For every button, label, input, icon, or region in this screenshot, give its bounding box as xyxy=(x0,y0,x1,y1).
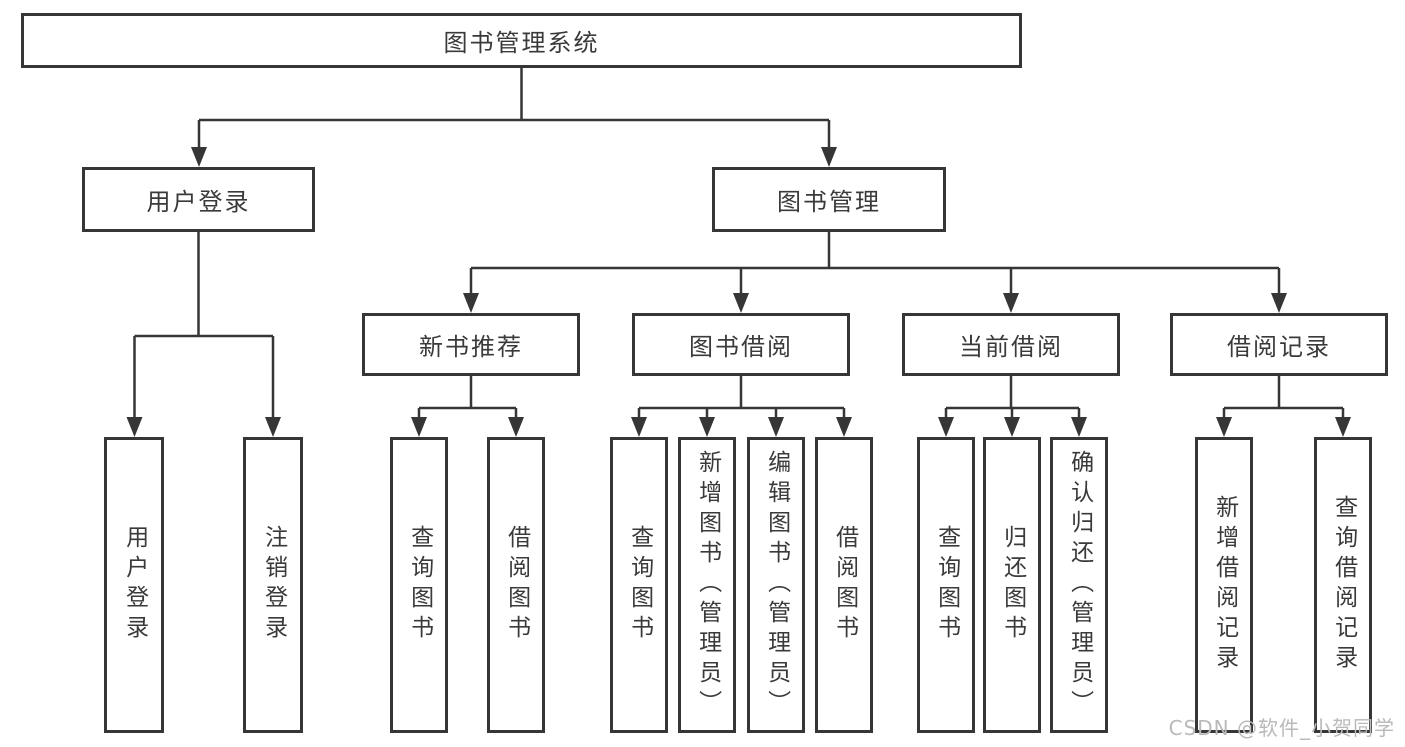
leaf-query-books: 查询图书 xyxy=(610,437,668,733)
leaf-borrow-books: 借阅图书 xyxy=(487,437,545,733)
node-new-book-recommend: 新书推荐 xyxy=(362,313,580,376)
leaf-add-borrow-record: 新增借阅记录 xyxy=(1195,437,1253,733)
leaf-confirm-return-admin: 确认归还（管理员） xyxy=(1050,437,1108,733)
leaf-user-login: 用户登录 xyxy=(104,437,164,733)
leaf-query-books: 查询图书 xyxy=(917,437,975,733)
node-book-borrow: 图书借阅 xyxy=(632,313,850,376)
leaf-query-borrow-record: 查询借阅记录 xyxy=(1314,437,1372,733)
node-user-login: 用户登录 xyxy=(82,167,315,232)
leaf-borrow-books: 借阅图书 xyxy=(815,437,873,733)
node-library-management-system: 图书管理系统 xyxy=(21,13,1022,68)
leaf-return-books: 归还图书 xyxy=(983,437,1041,733)
node-current-borrow: 当前借阅 xyxy=(902,313,1120,376)
leaf-add-books-admin: 新增图书（管理员） xyxy=(678,437,736,733)
leaf-logout: 注销登录 xyxy=(243,437,303,733)
node-book-management: 图书管理 xyxy=(712,167,946,232)
leaf-query-books: 查询图书 xyxy=(390,437,448,733)
node-borrow-records: 借阅记录 xyxy=(1170,313,1388,376)
leaf-edit-books-admin: 编辑图书（管理员） xyxy=(747,437,805,733)
csdn-watermark: CSDN @软件_小贺同学 xyxy=(1168,716,1395,740)
